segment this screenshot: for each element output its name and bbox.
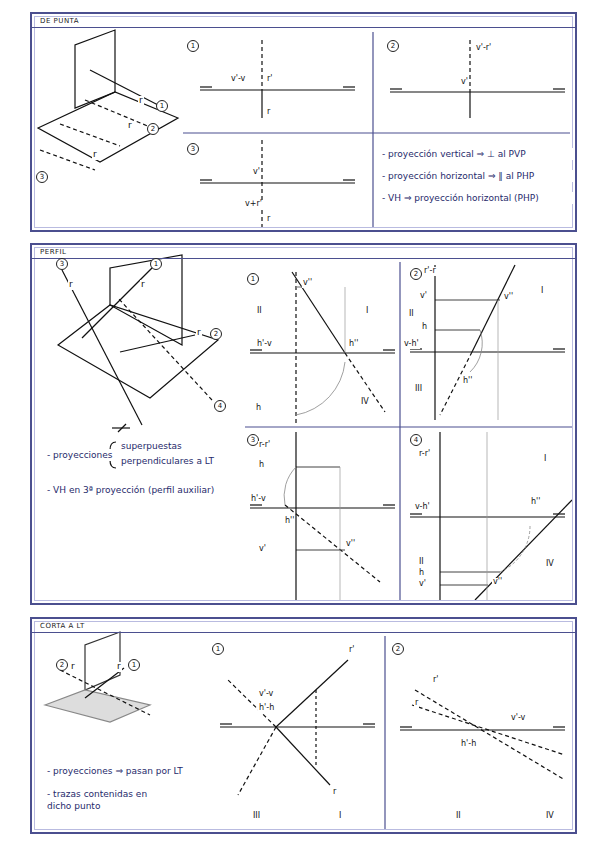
projection-label: v' [252, 168, 261, 177]
projection-label: v' [460, 78, 469, 87]
projection-label: h'-h [258, 704, 275, 713]
projection-label: r [332, 788, 337, 797]
projection-label: r' [266, 75, 274, 84]
projection-label: I [365, 307, 369, 316]
projection-label: v'-v [510, 714, 526, 723]
note-text: - proyección horizontal ⇒ ∥ al PHP [381, 170, 573, 182]
projection-label: r [266, 215, 271, 224]
projection-label: v+r' [244, 200, 263, 209]
projection-label: r [140, 280, 146, 290]
projection-label: v' [258, 545, 267, 554]
projection-label: r [127, 121, 133, 131]
callout-number: 1 [187, 40, 199, 52]
callout-number: 2 [56, 659, 68, 671]
projection-label: h'-v [256, 340, 273, 349]
projection-label: IV [545, 560, 555, 569]
note-text: - VH ⇒ proyección horizontal (PHP) [381, 192, 573, 204]
projection-label: III [414, 385, 423, 394]
projection-label: h'' [530, 498, 541, 507]
callout-number: 4 [214, 400, 226, 412]
projection-label: r [68, 280, 74, 290]
note-text: - VH en 3ª proyección (perfil auxiliar) [46, 484, 238, 496]
section-heading: DE PUNTA [32, 14, 575, 28]
section-heading: PERFIL [32, 245, 575, 259]
projection-label: h [255, 404, 262, 413]
projection-label: h'-v [250, 495, 267, 504]
callout-number: 1 [156, 100, 168, 112]
projection-label: IV [360, 398, 370, 407]
callout-number: 2 [410, 268, 422, 280]
note-text: superpuestas [120, 440, 242, 452]
projection-label: r' [348, 646, 356, 655]
projection-label: r [196, 328, 202, 338]
projection-label: r [116, 662, 122, 672]
section-panel: PERFIL [30, 243, 577, 605]
projection-label: v' [419, 292, 428, 301]
callout-number: 3 [36, 171, 48, 183]
projection-label: v' [418, 580, 427, 589]
projection-label: r [92, 150, 98, 160]
projection-label: v'' [492, 578, 503, 587]
callout-number: 1 [150, 258, 162, 270]
projection-label: h [258, 461, 265, 470]
projection-label: r-r' [258, 441, 271, 450]
projection-label: h'' [348, 340, 359, 349]
projection-label: v'' [302, 279, 313, 288]
note-text: - proyección vertical ⇒ ⊥ al PVP [381, 148, 573, 160]
projection-label: II [418, 558, 425, 567]
callout-number: 2 [210, 328, 222, 340]
projection-label: IV [545, 812, 555, 821]
projection-label: v'' [503, 293, 514, 302]
callout-number: 3 [56, 258, 68, 270]
projection-label: h'' [284, 517, 295, 526]
projection-label: h [418, 569, 425, 578]
projection-label: h [421, 323, 428, 332]
callout-number: 3 [187, 143, 199, 155]
projection-label: r [266, 108, 271, 117]
note-text: - trazas contenidas en dicho punto [46, 788, 168, 812]
projection-label: v'-r' [475, 44, 492, 53]
projection-label: r [70, 662, 76, 672]
note-text: perpendiculares a LT [120, 455, 242, 467]
projection-label: r'-r [423, 267, 437, 276]
note-text: - proyecciones [46, 449, 118, 461]
projection-label: III [252, 812, 261, 821]
callout-number: 4 [410, 434, 422, 446]
callout-number: 2 [147, 123, 159, 135]
callout-number: 2 [387, 40, 399, 52]
projection-label: v'' [345, 540, 356, 549]
callout-number: 2 [392, 643, 404, 655]
projection-label: II [408, 310, 415, 319]
projection-label: r-r' [418, 450, 431, 459]
projection-label: r [138, 96, 144, 106]
projection-label: I [543, 455, 547, 464]
projection-label: II [455, 812, 462, 821]
projection-label: v'-v [230, 75, 246, 84]
projection-label: I [338, 812, 342, 821]
projection-label: h'' [462, 377, 473, 386]
projection-label: II [256, 307, 263, 316]
note-text: - proyecciones ⇒ pasan por LT [46, 765, 228, 777]
projection-label: v-h' [403, 340, 420, 349]
projection-label: v-h' [414, 503, 431, 512]
section-heading: CORTA A LT [32, 619, 575, 633]
projection-label: r' [432, 676, 440, 685]
callout-number: 1 [128, 659, 140, 671]
callout-number: 1 [247, 273, 259, 285]
projection-label: h'-h [460, 740, 477, 749]
projection-label: I [540, 287, 544, 296]
projection-label: r [414, 699, 419, 708]
callout-number: 1 [212, 643, 224, 655]
projection-label: v'-v [258, 690, 274, 699]
